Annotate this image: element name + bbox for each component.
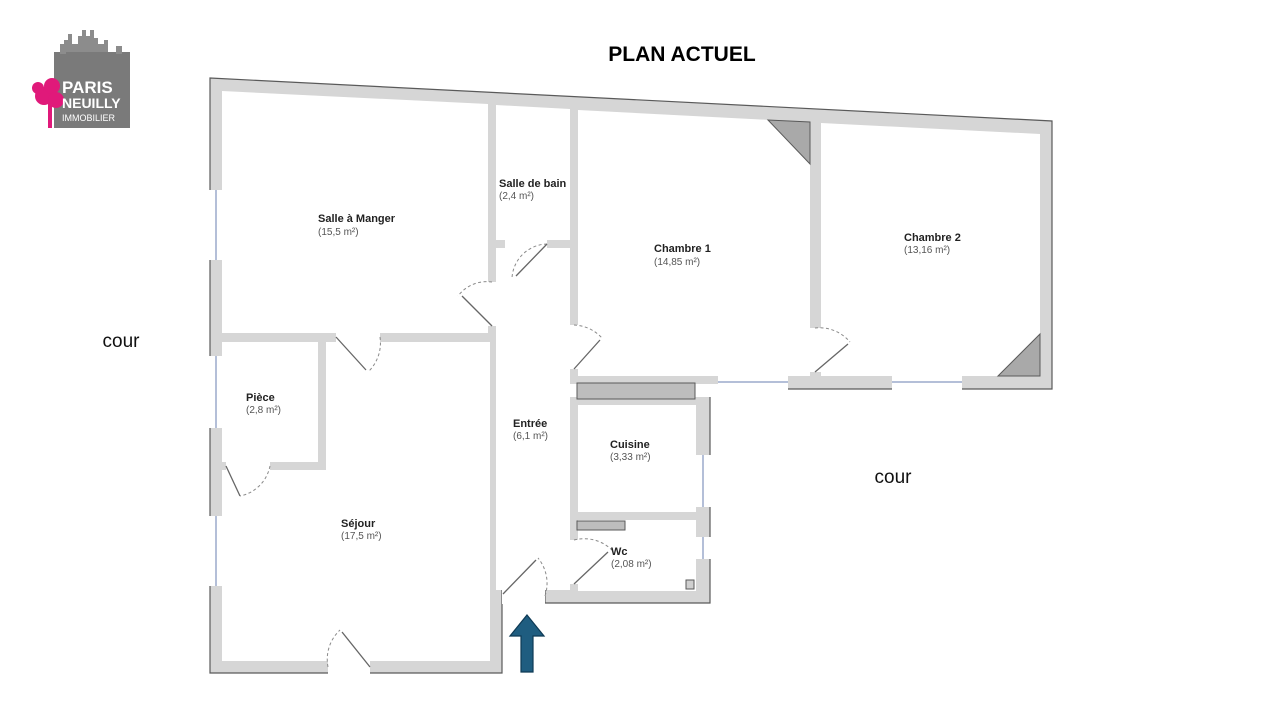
- doors: [225, 239, 851, 674]
- room-salle-a-manger: Salle à Manger (15,5 m²): [318, 213, 396, 238]
- walls: [209, 77, 1053, 674]
- room-area: (17,5 m²): [341, 531, 382, 542]
- up-arrow-icon: [508, 614, 546, 673]
- room-area: (6,1 m²): [513, 431, 548, 442]
- room-wc: Wc (2,08 m²): [611, 546, 652, 570]
- room-salle-de-bain: Salle de bain (2,4 m²): [499, 178, 567, 202]
- outside-label-left: cour: [103, 331, 141, 352]
- room-area: (2,8 m²): [246, 405, 281, 416]
- room-name: Séjour: [341, 518, 376, 530]
- room-area: (15,5 m²): [318, 227, 359, 238]
- outside-label-right: cour: [875, 467, 913, 488]
- windows: [209, 190, 962, 586]
- logo-line-1: PARIS: [62, 78, 113, 97]
- room-name: Pièce: [246, 392, 275, 404]
- room-cuisine: Cuisine (3,33 m²): [610, 439, 651, 463]
- agency-logo: PARIS NEUILLY IMMOBILIER: [32, 30, 130, 128]
- room-name: Chambre 1: [654, 243, 711, 255]
- room-name: Wc: [611, 546, 628, 558]
- room-name: Salle à Manger: [318, 213, 396, 225]
- room-entree: Entrée (6,1 m²): [513, 418, 548, 442]
- room-sejour: Séjour (17,5 m²): [341, 518, 382, 542]
- room-name: Salle de bain: [499, 178, 567, 190]
- room-name: Cuisine: [610, 439, 650, 451]
- room-chambre-2: Chambre 2 (13,16 m²): [904, 232, 961, 256]
- room-area: (2,4 m²): [499, 191, 534, 202]
- room-piece: Pièce (2,8 m²): [246, 392, 281, 416]
- room-name: Entrée: [513, 418, 547, 430]
- room-area: (2,08 m²): [611, 559, 652, 570]
- room-area: (13,16 m²): [904, 245, 950, 256]
- room-area: (3,33 m²): [610, 452, 651, 463]
- page-title: PLAN ACTUEL: [608, 43, 756, 66]
- room-name: Chambre 2: [904, 232, 961, 244]
- logo-line-3: IMMOBILIER: [62, 113, 116, 123]
- room-area: (14,85 m²): [654, 257, 700, 268]
- logo-line-2: NEUILLY: [62, 95, 121, 111]
- room-chambre-1: Chambre 1 (14,85 m²): [654, 243, 711, 268]
